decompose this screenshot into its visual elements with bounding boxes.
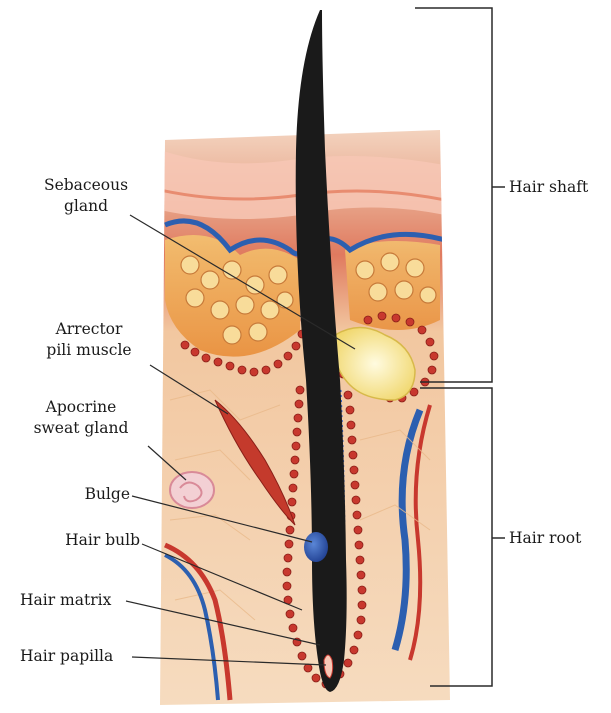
arrector-pili-line-2: pili muscle: [28, 340, 150, 361]
hair-matrix-label: Hair matrix: [20, 590, 111, 611]
sebaceous-gland-line-2: gland: [30, 196, 142, 217]
hair-bulb-label: Hair bulb: [20, 530, 140, 551]
apocrine-label: Apocrine sweat gland: [18, 397, 144, 439]
apocrine-line-1: Apocrine: [18, 397, 144, 418]
hair-root-label: Hair root: [509, 528, 581, 549]
arrector-pili-label: Arrector pili muscle: [28, 319, 150, 361]
arrector-pili-line-1: Arrector: [28, 319, 150, 340]
sebaceous-gland-label: Sebaceous gland: [30, 175, 142, 217]
hair-shaft-label: Hair shaft: [509, 177, 588, 198]
bulge-shape: [304, 532, 328, 562]
apocrine-gland-shape: [170, 472, 214, 508]
hair-papilla-label: Hair papilla: [20, 646, 113, 667]
apocrine-line-2: sweat gland: [18, 418, 144, 439]
bulge-label: Bulge: [20, 484, 130, 505]
sebaceous-gland-line-1: Sebaceous: [30, 175, 142, 196]
